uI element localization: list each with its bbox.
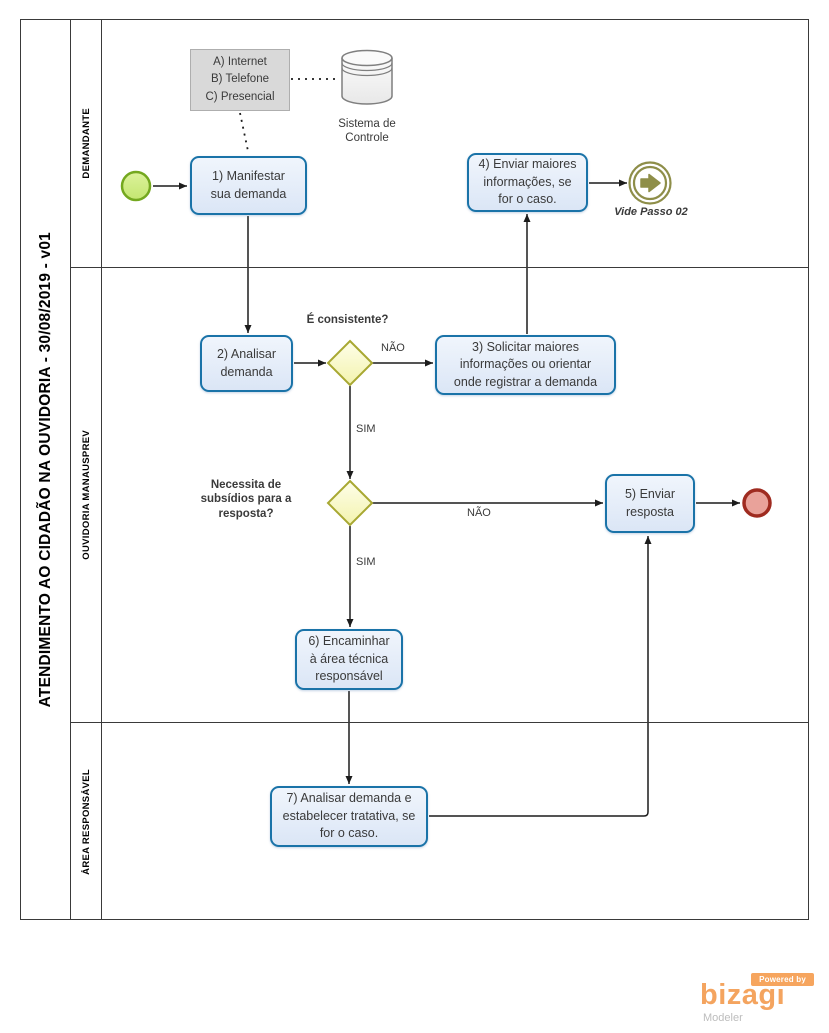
lane-ouvidoria-manausprev: OUVIDORIA MANAUSPREV <box>71 267 102 722</box>
datastore-label: Sistema de Controle <box>338 118 396 145</box>
lane-area-responsavel: ÁREA RESPONSÁVEL <box>71 722 102 921</box>
gateway1-question: É consistente? <box>306 314 389 326</box>
flow-label-gw2-nao: NÃO <box>467 507 491 519</box>
task-3-solicitar-maiores-informacoes: 3) Solicitar maiores informações ou orie… <box>435 335 616 395</box>
task-5-enviar-resposta: 5) Enviar resposta <box>605 474 695 533</box>
link-event <box>628 161 672 205</box>
end-event <box>742 488 772 518</box>
bizagi-logo: Powered by bizagi Modeler <box>694 973 816 1027</box>
pool-title-column: ATENDIMENTO AO CIDADÃO NA OUVIDORIA - 30… <box>21 20 71 919</box>
flow-label-gw1-nao: NÃO <box>381 342 405 354</box>
process-title: ATENDIMENTO AO CIDADÃO NA OUVIDORIA - 30… <box>36 231 54 708</box>
gateway-e-consistente <box>326 339 374 387</box>
lane-ouvidoria-label: OUVIDORIA MANAUSPREV <box>81 429 92 560</box>
gateway-necessita-subsidios <box>326 479 374 527</box>
task-1-manifestar-demanda: 1) Manifestar sua demanda <box>190 156 307 215</box>
lane-area-responsavel-label: ÁREA RESPONSÁVEL <box>81 768 92 875</box>
bizagi-brand-text: bizagi <box>700 979 786 1011</box>
lane-divider-2 <box>71 722 808 723</box>
annotation-channels: A) Internet B) Telefone C) Presencial <box>190 49 290 111</box>
lane-demandante: DEMANDANTE <box>71 20 102 267</box>
gateway2-question: Necessita de subsídios para a resposta? <box>200 479 292 520</box>
link-arrow-icon <box>640 173 661 193</box>
lane-divider-1 <box>71 267 808 268</box>
lane-demandante-label: DEMANDANTE <box>81 108 92 179</box>
flow-task7-to-task5 <box>429 536 652 817</box>
task-6-encaminhar-area-tecnica: 6) Encaminhar à área técnica responsável <box>295 629 403 690</box>
datastore-icon <box>341 49 393 105</box>
task-7-analisar-demanda-tratativa: 7) Analisar demanda e estabelecer tratat… <box>270 786 428 847</box>
process-pool: ATENDIMENTO AO CIDADÃO NA OUVIDORIA - 30… <box>20 19 809 920</box>
task-2-analisar-demanda: 2) Analisar demanda <box>200 335 293 392</box>
link-event-label: Vide Passo 02 <box>614 206 688 218</box>
lane-label-column <box>71 20 102 919</box>
bizagi-modeler-text: Modeler <box>703 1012 743 1024</box>
powered-by-badge: Powered by <box>751 973 814 986</box>
task-4-enviar-maiores-informacoes: 4) Enviar maiores informações, se for o … <box>467 153 588 212</box>
flow-label-gw2-sim: SIM <box>356 556 376 568</box>
start-event <box>120 170 152 202</box>
flow-label-gw1-sim: SIM <box>356 423 376 435</box>
